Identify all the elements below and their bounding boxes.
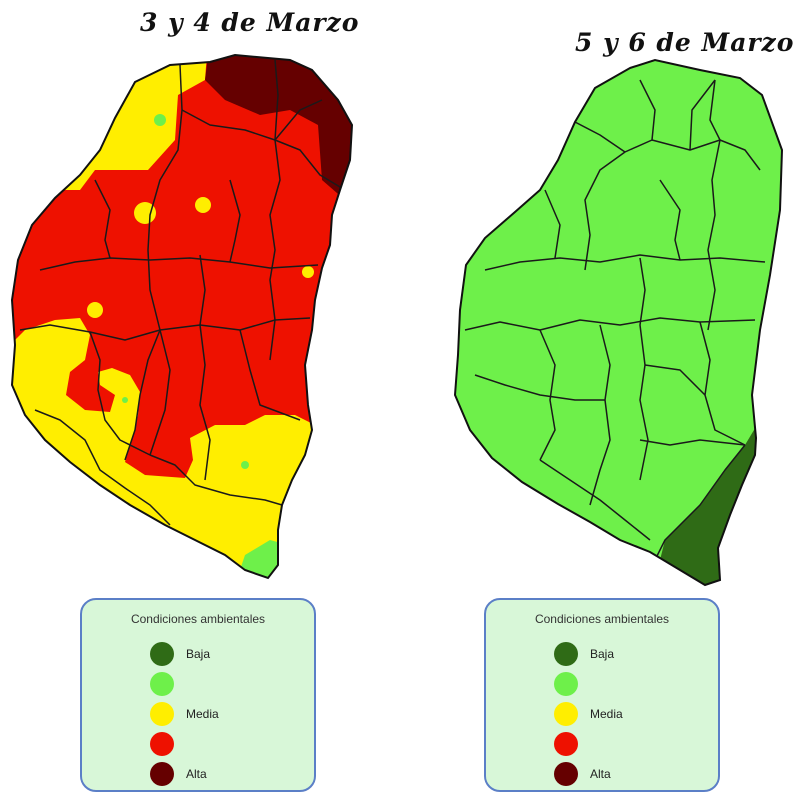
spot-media-4 (302, 266, 314, 278)
legend-swatch (150, 732, 174, 756)
legend-label: Baja (590, 647, 615, 661)
department-borders-left (19, 59, 346, 526)
spot-green-2 (241, 461, 249, 469)
spot-media-3 (87, 302, 103, 318)
legend-swatch (554, 702, 578, 726)
legend-label: Media (590, 707, 623, 721)
legend-swatch (554, 732, 578, 756)
legend-swatch (554, 642, 578, 666)
legend-right: Condiciones ambientales Baja Media Alta (484, 598, 720, 792)
maps-canvas (11, 54, 783, 586)
department-borders-right (464, 79, 766, 561)
legend-swatch (554, 762, 578, 786)
spot-green-3 (122, 397, 128, 403)
legend-label: Media (186, 707, 219, 721)
map-title-left: 3 y 4 de Marzo (140, 8, 360, 37)
legend-label: Alta (590, 767, 611, 781)
legend-swatch (150, 762, 174, 786)
spot-media-2 (195, 197, 211, 213)
map-right (454, 59, 783, 586)
legend-swatch (150, 702, 174, 726)
legend-title: Condiciones ambientales (534, 612, 670, 626)
legend-label: Baja (186, 647, 211, 661)
legend-swatch (150, 642, 174, 666)
map-left (11, 54, 353, 579)
map-title-right: 5 y 6 de Marzo (575, 28, 795, 57)
legend-swatch (150, 672, 174, 696)
legend-title: Condiciones ambientales (130, 612, 266, 626)
legend-label: Alta (186, 767, 207, 781)
spot-green-1 (154, 114, 166, 126)
legend-left: Condiciones ambientales Baja Media Alta (80, 598, 316, 792)
legend-swatch (554, 672, 578, 696)
region-green-all (455, 60, 782, 585)
